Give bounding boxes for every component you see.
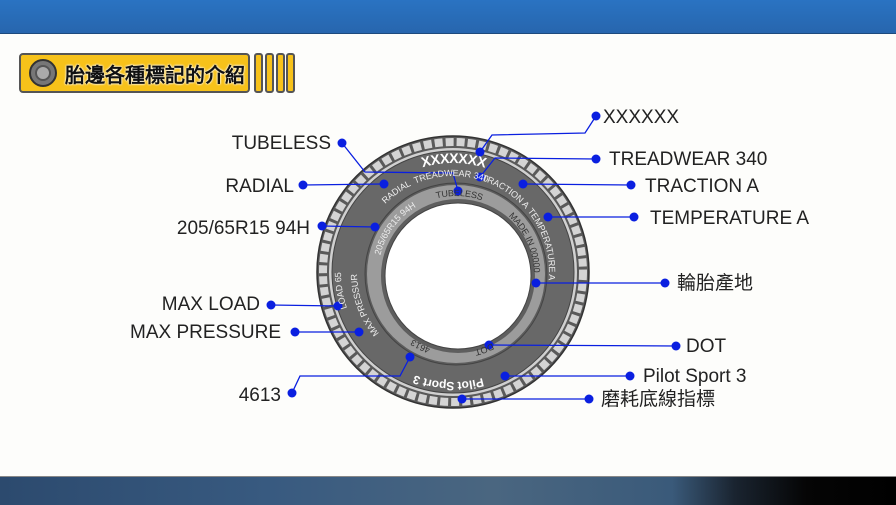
leader-line-max-load (270, 304, 339, 307)
leader-dot-xxxxxx (591, 111, 601, 121)
label-wear-indicator: 磨耗底線指標 (601, 389, 716, 410)
tire-marking-load: LOAD 655 lbs (0, 0, 349, 310)
leader-dot-model (500, 371, 510, 381)
title-stripe (265, 53, 274, 93)
leader-line-dot (488, 344, 677, 347)
title-stripe (276, 53, 285, 93)
leader-dot-temperature (629, 212, 639, 222)
label-treadwear: TREADWEAR 340 (609, 149, 768, 170)
label-max-load: MAX LOAD (161, 294, 260, 315)
bottom-landscape-banner (0, 476, 896, 505)
tire-marking-brand: XXXXXXX (419, 150, 489, 171)
leader-line-traction (522, 183, 632, 186)
leader-dot-max-load (333, 301, 343, 311)
leader-dot-tubeless (337, 138, 347, 148)
label-size: 205/65R15 94H (176, 218, 310, 239)
leader-dot-wear (457, 394, 467, 404)
tire (316, 135, 590, 409)
label-date-code: 4613 (238, 385, 281, 406)
leader-dot-model (625, 371, 635, 381)
leader-dot-size (370, 222, 380, 232)
leader-line-treadwear (479, 157, 597, 178)
label-dot: DOT (686, 336, 727, 357)
top-banner (0, 0, 896, 34)
title-stripe (254, 53, 263, 93)
leader-dot-tubeless (453, 186, 463, 196)
leader-dot-radial (298, 180, 308, 190)
tire-icon (29, 59, 57, 87)
label-temperature: TEMPERATURE A (650, 208, 810, 229)
label-origin: 輪胎產地 (677, 273, 754, 294)
label-radial: RADIAL (225, 176, 294, 197)
title-stripe (286, 53, 295, 93)
leader-dot-xxxxxx (475, 147, 485, 157)
leader-dot-date-code (287, 388, 297, 398)
label-tubeless: TUBELESS (231, 133, 331, 154)
leader-dot-origin (531, 278, 541, 288)
leader-line-date-code (291, 356, 411, 394)
leader-dot-treadwear (591, 154, 601, 164)
leader-line-size (321, 225, 376, 228)
leader-dot-temperature (543, 212, 553, 222)
leader-dot-max-pressure (290, 327, 300, 337)
leader-line-tubeless (341, 142, 459, 192)
leader-dot-traction (518, 179, 528, 189)
label-traction: TRACTION A (645, 176, 760, 197)
title-text: 胎邊各種標記的介紹 (65, 64, 245, 87)
leader-dot-traction (626, 180, 636, 190)
leader-line-radial (302, 183, 385, 186)
label-max-pressure: MAX PRESSURE (130, 322, 281, 343)
leader-dot-dot (484, 340, 494, 350)
leader-dot-size (317, 221, 327, 231)
label-xxxxxx: XXXXXX (603, 107, 680, 128)
leader-dot-wear (584, 394, 594, 404)
label-model: Pilot Sport 3 (643, 366, 747, 387)
leader-dot-treadwear (475, 172, 485, 182)
leader-dot-dot (671, 341, 681, 351)
tire-hole (384, 202, 532, 350)
leader-dot-max-pressure (354, 327, 364, 337)
leader-line-xxxxxx (479, 115, 597, 153)
leader-dot-origin (660, 278, 670, 288)
section-title: 胎邊各種標記的介紹 (19, 53, 250, 93)
leader-dot-date-code (405, 352, 415, 362)
leader-dot-max-load (266, 300, 276, 310)
leader-dot-radial (379, 179, 389, 189)
